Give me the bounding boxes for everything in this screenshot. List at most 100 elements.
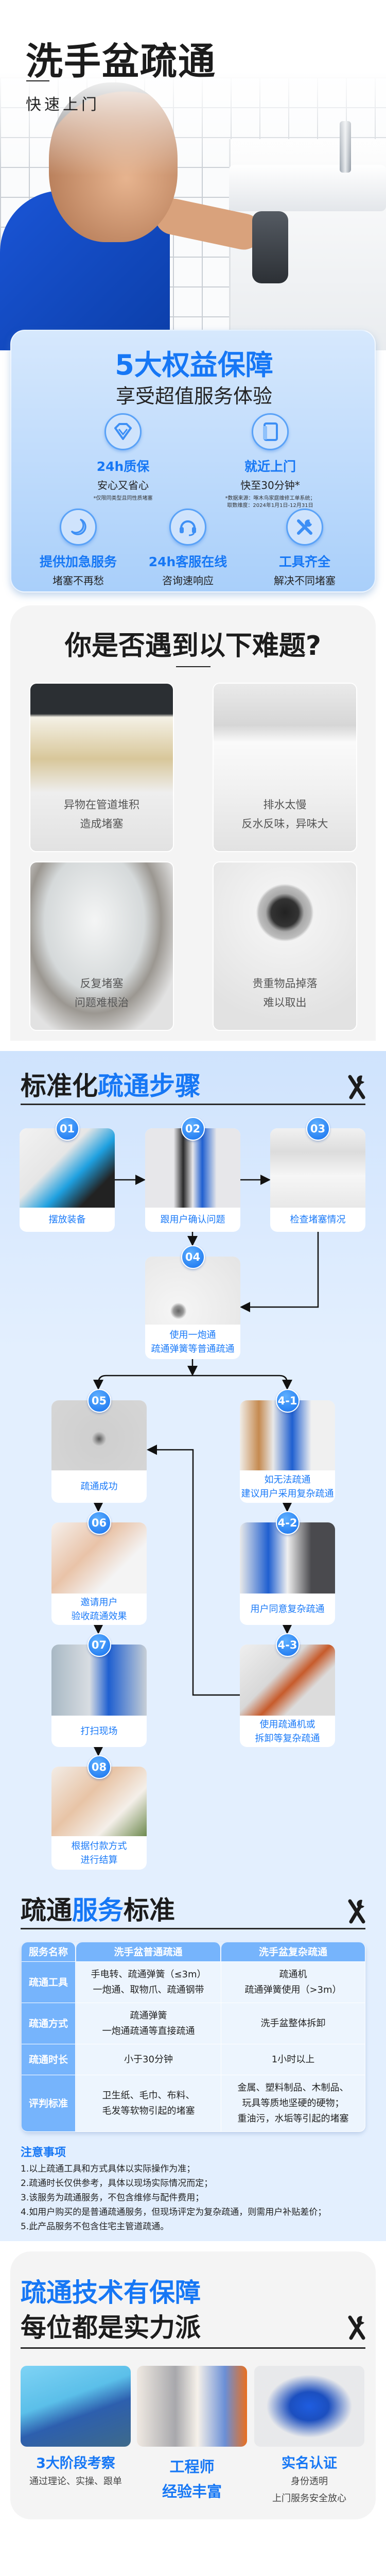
table-cell: 疏通机 疏通弹簧使用（>3m）	[221, 1962, 365, 2003]
steps-title: 标准化疏通步骤	[21, 1065, 201, 1103]
step-number-badge: 04	[181, 1245, 205, 1269]
benefit-item: 提供加急服务 堵塞不再愁	[16, 509, 140, 587]
problem-line: 排水太慢	[263, 799, 307, 811]
problem-text: 反复堵塞问题难根治	[30, 974, 173, 1012]
table-row-header: 疏通方式	[22, 2003, 76, 2044]
note-item: 4.如用户购买的是普通疏通服务，但现场评定为复杂疏通，则需用户补贴差价；	[21, 2207, 327, 2217]
hero-banner: 洗手盆疏通 快速上门	[0, 0, 386, 350]
step-number-badge: 07	[87, 1633, 111, 1657]
arrow-to-05	[93, 1375, 192, 1390]
problem-line: 异物在管道堆积	[64, 799, 139, 811]
problems-section: 你是否遇到以下难题? 异物在管道堆积造成堵塞 排水太慢反水反味，异味大 反复堵塞…	[10, 605, 376, 1041]
benefit-item: 就近上门 快至30分钟* *数据来源：啄木鸟家庭维修工单系统； 取数维度：202…	[208, 413, 332, 510]
diamond-icon	[104, 413, 142, 450]
standard-title: 疏通服务标准	[21, 1890, 175, 1927]
table-cell: 小于30分钟	[76, 2044, 221, 2075]
drain-stopper-photo	[214, 862, 356, 1030]
step-number-badge: 03	[306, 1117, 330, 1141]
headset-icon	[169, 509, 206, 546]
step-number-badge: 06	[87, 1511, 111, 1535]
steps-title-black: 标准化	[21, 1071, 98, 1101]
benefit-item: 24h质保 安心又省心 *仅限同类型且同性质堵塞	[61, 413, 185, 502]
problem-line: 问题难根治	[75, 996, 129, 1009]
tech-item-title: 实名认证	[282, 2455, 337, 2471]
table-row-header: 评判标准	[22, 2075, 76, 2132]
benefit-label: 就近上门	[244, 459, 296, 474]
note-item: 2.疏通时长仅供参考，具体以现场实际情况而定；	[21, 2178, 213, 2189]
problem-line: 造成堵塞	[80, 818, 124, 830]
handshake-photo	[137, 2366, 247, 2447]
step-photo	[20, 1128, 115, 1208]
hero-subtitle: 快速上门	[26, 96, 100, 114]
table-cell: 疏通弹簧 一炮通疏通等直接疏通	[76, 2003, 221, 2044]
problem-line: 难以取出	[263, 996, 307, 1009]
benefit-desc: 堵塞不再愁	[52, 574, 104, 587]
tech-item-desc: 通过理论、实操、跟单	[29, 2476, 122, 2487]
clogged-sink-photo	[30, 684, 173, 851]
benefit-item: 工具齐全 解决不同堵塞	[243, 509, 366, 587]
benefit-label: 提供加急服务	[39, 554, 117, 569]
problem-text: 异物在管道堆积造成堵塞	[30, 795, 173, 834]
step-label: 跟用户确认问题	[160, 1214, 225, 1225]
note-item: 3.该服务为疏通服务，不包含维修与配件费用；	[21, 2193, 204, 2203]
standard-title-black: 疏通	[21, 1895, 72, 1925]
step-connectors	[93, 1175, 319, 1756]
training-photo	[21, 2366, 131, 2447]
note-item: 1.以上疏通工具和方式具体以实际操作为准；	[21, 2164, 196, 2174]
benefit-label: 24h质保	[96, 459, 150, 474]
tech-item-desc: 身份透明 上门服务安全放心	[272, 2476, 346, 2504]
table-header: 服务名称	[22, 1942, 76, 1962]
benefit-desc: 咨询速响应	[162, 574, 214, 587]
arrow-to-4-1	[192, 1375, 292, 1390]
table-header: 洗手盆普通疏通	[76, 1942, 221, 1962]
standard-title-black: 标准	[124, 1895, 175, 1925]
step-label: 摆放装备	[48, 1214, 86, 1225]
arrow-03-04	[240, 1232, 319, 1312]
tech-item-title: 工程师 经验丰富	[162, 2458, 222, 2500]
steps-divider	[21, 1104, 365, 1105]
table-cell: 卫生纸、毛巾、布料、 毛发等软物引起的堵塞	[76, 2075, 221, 2132]
benefit-note: *数据来源：啄木鸟家庭维修工单系统； 取数维度：2024年1月1日-12月31日	[225, 496, 315, 509]
benefit-desc: 快至30分钟*	[240, 479, 300, 492]
step-label: 使用一炮通 疏通弹簧等普通疏通	[151, 1329, 235, 1354]
moon-icon	[60, 509, 97, 546]
problem-card: 异物在管道堆积造成堵塞	[29, 683, 174, 852]
problem-text: 排水太慢反水反味，异味大	[214, 795, 356, 834]
wrench-screwdriver-icon	[348, 1075, 365, 1099]
step-number-badge: 4-2	[275, 1511, 300, 1535]
tech-title-black: 每位都是实力派	[21, 2313, 201, 2343]
notes-title: 注意事项	[21, 2146, 66, 2159]
benefit-item: 24h客服在线 咨询速响应	[126, 509, 250, 587]
tech-item: 实名认证身份透明 上门服务安全放心	[254, 2454, 364, 2507]
tech-item: 3大阶段考察通过理论、实操、跟单	[21, 2454, 131, 2490]
wrench-screwdriver-icon	[348, 1899, 365, 1924]
tech-section: 疏通技术有保障 每位都是实力派 3大阶段考察通过理论、实操、跟单 工程师 经验丰…	[10, 2251, 376, 2519]
tools-icon	[286, 509, 323, 546]
benefit-label: 24h客服在线	[148, 554, 227, 569]
problem-text: 贵重物品掉落难以取出	[214, 974, 356, 1012]
tech-item: 工程师 经验丰富	[137, 2454, 247, 2504]
step-card: 使用一炮通 疏通弹簧等普通疏通 04	[145, 1245, 240, 1359]
wrench-screwdriver-icon	[348, 2315, 365, 2340]
hero-title: 洗手盆疏通	[26, 40, 217, 83]
problem-card: 贵重物品掉落难以取出	[213, 861, 357, 1031]
step-label: 疏通成功	[80, 1481, 118, 1492]
repeated-clog-photo	[30, 862, 173, 1030]
problem-card: 反复堵塞问题难根治	[29, 861, 174, 1031]
step-number-badge: 01	[55, 1117, 79, 1141]
step-number-badge: 05	[87, 1389, 111, 1413]
step-card: 疏通成功 05	[51, 1389, 147, 1503]
benefit-note: *仅限同类型且同性质堵塞	[93, 496, 153, 501]
benefit-desc: 安心又省心	[97, 479, 149, 492]
note-item: 5.此产品服务不包含住宅主管道疏通。	[21, 2222, 169, 2232]
benefits-subtitle: 享受超值服务体验	[115, 385, 272, 408]
table-cell: 手电转、疏通弹簧（≤3m） 一炮通、取物爪、疏通钢带	[76, 1962, 221, 2003]
problem-card: 排水太慢反水反味，异味大	[213, 683, 357, 852]
